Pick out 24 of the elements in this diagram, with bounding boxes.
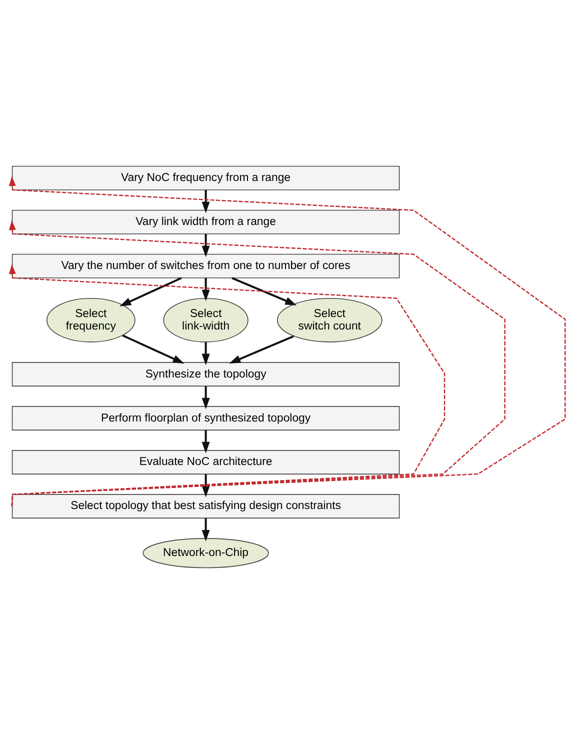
arrow bbox=[202, 190, 210, 214]
node-ellipse: Network-on-Chip bbox=[142, 538, 269, 568]
arrow bbox=[122, 334, 184, 364]
arrow bbox=[202, 518, 210, 542]
arrow bbox=[9, 264, 446, 506]
node-box: Vary the number of switches from one to number of cores bbox=[12, 254, 400, 278]
arrow bbox=[9, 220, 506, 506]
arrow bbox=[202, 342, 210, 366]
arrow bbox=[202, 474, 210, 498]
arrow bbox=[202, 386, 210, 410]
arrow bbox=[202, 234, 210, 258]
node-box: Vary NoC frequency from a range bbox=[12, 166, 400, 190]
node-ellipse: Select link-width bbox=[163, 298, 248, 342]
arrow bbox=[202, 278, 210, 302]
arrow bbox=[232, 277, 297, 306]
node-box: Synthesize the topology bbox=[12, 362, 400, 386]
arrow bbox=[120, 277, 182, 306]
arrow bbox=[9, 176, 566, 506]
arrow bbox=[229, 335, 294, 364]
arrow bbox=[202, 430, 210, 454]
node-box: Vary link width from a range bbox=[12, 210, 400, 234]
node-box: Evaluate NoC architecture bbox=[12, 450, 400, 474]
node-box: Perform floorplan of synthesized topology bbox=[12, 406, 400, 430]
node-box: Select topology that best satisfying design constraints bbox=[12, 494, 400, 518]
